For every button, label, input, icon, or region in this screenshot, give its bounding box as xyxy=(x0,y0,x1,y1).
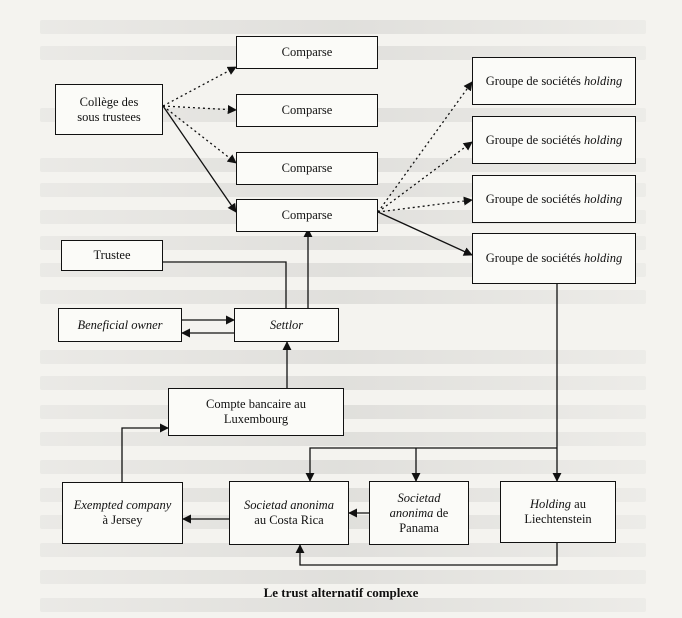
node-comparse-2: Comparse xyxy=(236,94,378,127)
node-groupe-holding-2: Groupe de sociétés holding xyxy=(472,116,636,164)
edge-college-comparse-4 xyxy=(162,105,237,213)
node-beneficial-owner: Beneficial owner xyxy=(58,308,182,342)
node-groupe-holding-3: Groupe de sociétés holding xyxy=(472,175,636,223)
node-comparse-4: Comparse xyxy=(236,199,378,232)
background-text-line xyxy=(40,20,646,34)
edge-comparse-groupe-3 xyxy=(377,196,473,213)
edge-college-comparse-2 xyxy=(162,105,237,115)
node-comparse-3: Comparse xyxy=(236,152,378,185)
background-text-line xyxy=(40,543,646,557)
edge-exempted-compte xyxy=(121,423,169,482)
node-groupe-holding-1: Groupe de sociétés holding xyxy=(472,57,636,105)
node-trustee: Trustee xyxy=(61,240,163,271)
background-text-line xyxy=(40,460,646,474)
edge-college-comparse-3 xyxy=(162,105,237,164)
edge-comparse-groupe-1 xyxy=(377,81,473,213)
edge-distribution-costarica xyxy=(305,447,557,482)
node-settlor: Settlor xyxy=(234,308,339,342)
node-comparse-1: Comparse xyxy=(236,36,378,69)
node-groupe-holding-4: Groupe de sociétés holding xyxy=(472,233,636,284)
edge-liechtenstein-costarica xyxy=(295,543,558,566)
edge-trustee-settlor xyxy=(163,261,287,308)
background-text-line xyxy=(40,376,646,390)
background-text-line xyxy=(40,290,646,304)
background-text-line xyxy=(40,570,646,584)
background-text-line xyxy=(40,598,646,612)
edge-comparse-groupe-4 xyxy=(377,211,473,256)
edge-college-comparse-1 xyxy=(162,66,237,107)
background-text-line xyxy=(40,350,646,364)
diagram-caption: Le trust alternatif complexe xyxy=(263,585,419,600)
